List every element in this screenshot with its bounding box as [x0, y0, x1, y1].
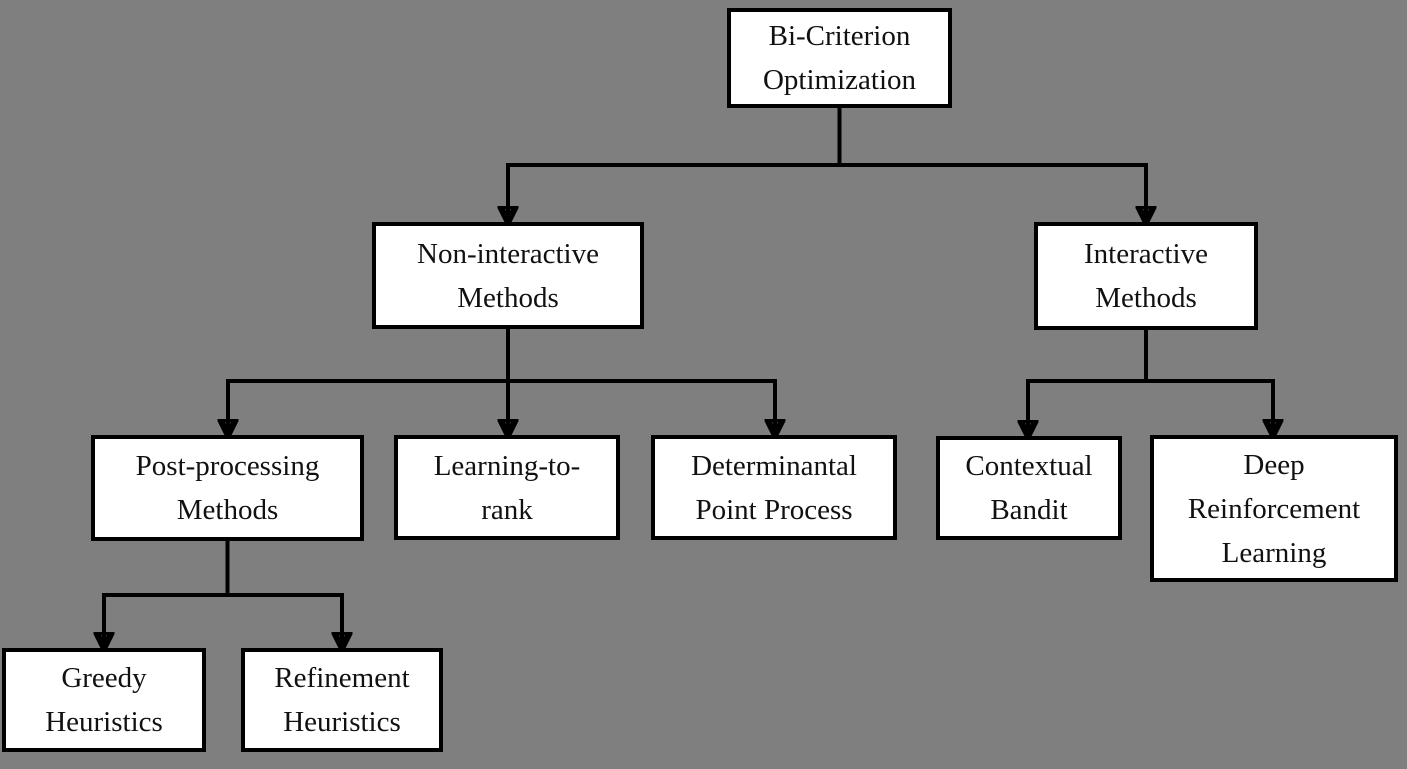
node-label-learning-to-rank: Learning-to- rank [433, 449, 581, 526]
node-refinement-heuristics: Refinement Heuristics [241, 648, 443, 752]
node-learning-to-rank: Learning-to- rank [394, 435, 620, 540]
node-interactive-methods: Interactive Methods [1034, 222, 1258, 330]
node-label-deep-reinforcement-learning: Deep Reinforcement Learning [1187, 448, 1361, 569]
node-label-greedy-heuristics: Greedy Heuristics [45, 662, 163, 738]
node-label-contextual-bandit: Contextual Bandit [965, 450, 1093, 526]
node-contextual-bandit: Contextual Bandit [936, 436, 1122, 540]
node-determinantal-point-process: Determinantal Point Process [651, 435, 897, 540]
node-label-post-processing-methods: Post-processing Methods [135, 450, 320, 526]
node-label-non-interactive-methods: Non-interactive Methods [417, 237, 599, 314]
node-bi-criterion-optimization: Bi-Criterion Optimization [727, 8, 952, 108]
node-deep-reinforcement-learning: Deep Reinforcement Learning [1150, 435, 1398, 582]
node-label-bi-criterion-optimization: Bi-Criterion Optimization [762, 20, 917, 96]
node-label-determinantal-point-process: Determinantal Point Process [691, 449, 857, 526]
node-greedy-heuristics: Greedy Heuristics [2, 648, 206, 752]
node-label-interactive-methods: Interactive Methods [1084, 238, 1208, 314]
node-label-refinement-heuristics: Refinement Heuristics [274, 662, 410, 738]
node-non-interactive-methods: Non-interactive Methods [372, 222, 644, 329]
node-post-processing-methods: Post-processing Methods [91, 435, 364, 541]
